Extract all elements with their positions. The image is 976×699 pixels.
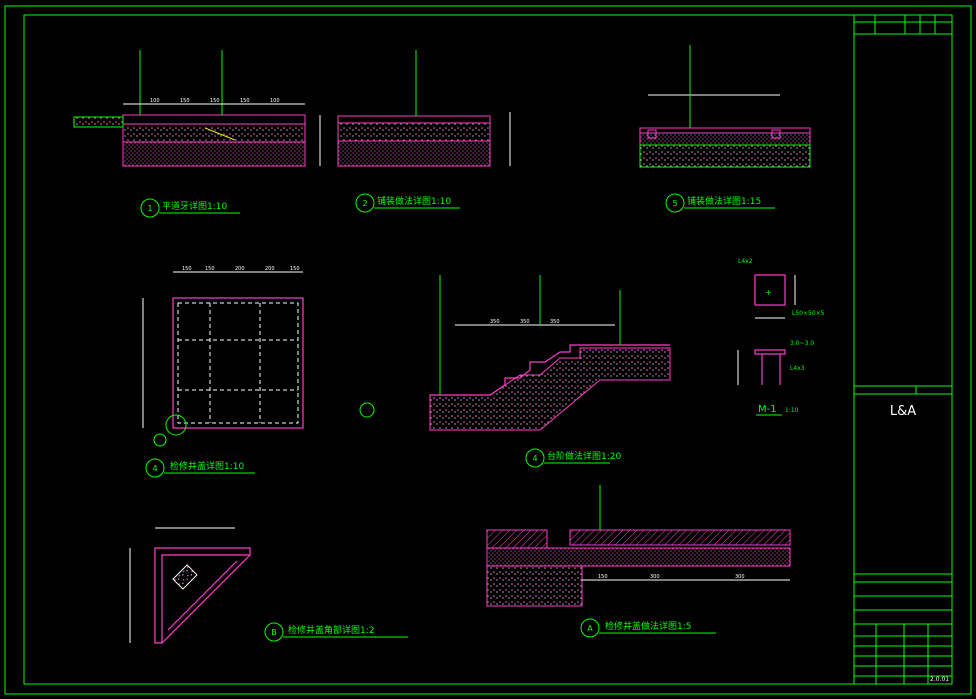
detail-2-marker-label: 2: [362, 199, 367, 208]
detail-5-marker-label: 5: [672, 199, 677, 208]
detail-a-marker-label: A: [587, 624, 593, 633]
svg-text:300: 300: [735, 574, 745, 580]
detail-a-title: 检修井盖做法详图1:5: [605, 620, 692, 632]
detail-1-marker-label: 1: [147, 204, 152, 213]
titleblock: L&A 2.0.01: [854, 15, 953, 684]
detail-b-title: 检修井盖角部详图1:2: [288, 624, 375, 636]
inner-frame: [23, 14, 953, 685]
section-a: [486, 485, 791, 607]
svg-text:350: 350: [550, 319, 560, 325]
m1-label: M-1: [758, 404, 777, 415]
m1-detail: + L4x2 L50×50×5 3.0~3.0 L4x3 M-1 1:10: [737, 258, 825, 416]
detail-4b-marker-label: 4: [532, 454, 537, 463]
detail-4b-title: 台阶做法详图1:20: [547, 450, 621, 462]
detail-4a-marker: [145, 458, 165, 478]
stair-section: [429, 275, 671, 431]
detail-2-marker: [355, 193, 375, 213]
detail-4a-marker-label: 4: [152, 464, 157, 473]
sheet-number: 2.0.01: [930, 676, 949, 683]
detail-1-marker: [140, 198, 160, 218]
m1-top-label: L4x2: [738, 258, 753, 265]
outer-frame: [4, 5, 972, 695]
detail-b-marker-label: B: [271, 628, 277, 637]
svg-text:150: 150: [290, 266, 300, 272]
manhole-plan: [142, 271, 375, 447]
detail-1-section: [73, 50, 321, 167]
dimension-labels: 100 150 150 150 100 150 150 200 200 150 …: [150, 98, 745, 580]
m1-scale: 1:10: [785, 407, 799, 414]
svg-text:100: 100: [270, 98, 280, 104]
detail-b-marker: [264, 622, 284, 642]
svg-text:150: 150: [598, 574, 608, 580]
m1-side-label: L4x3: [790, 365, 805, 372]
detail-5-section: [639, 45, 811, 168]
svg-text:150: 150: [240, 98, 250, 104]
svg-text:200: 200: [235, 266, 245, 272]
detail-2-section: [337, 50, 511, 167]
svg-text:300: 300: [650, 574, 660, 580]
svg-text:350: 350: [520, 319, 530, 325]
detail-1-title: 平道牙详图1:10: [162, 200, 227, 212]
detail-a-marker: [580, 618, 600, 638]
svg-text:+: +: [765, 288, 772, 297]
detail-5-marker: [665, 193, 685, 213]
svg-text:150: 150: [210, 98, 220, 104]
m1-dim: 3.0~3.0: [790, 340, 814, 347]
detail-4a-title: 检修井盖详图1:10: [170, 460, 244, 472]
svg-text:150: 150: [205, 266, 215, 272]
detail-4b-marker: [525, 448, 545, 468]
svg-text:100: 100: [150, 98, 160, 104]
m1-note: L50×50×5: [792, 310, 825, 317]
svg-text:350: 350: [490, 319, 500, 325]
firm-logo: L&A: [890, 404, 916, 419]
detail-5-title: 铺装做法详图1:15: [687, 195, 761, 207]
svg-text:200: 200: [265, 266, 275, 272]
detail-2-title: 铺装做法详图1:10: [377, 195, 451, 207]
corner-detail-b: [129, 527, 251, 644]
svg-text:150: 150: [182, 266, 192, 272]
svg-text:150: 150: [180, 98, 190, 104]
